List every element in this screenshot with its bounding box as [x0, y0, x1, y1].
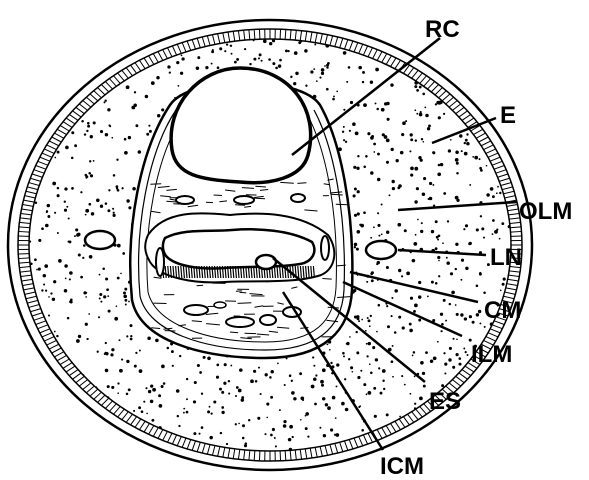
label-ln: LN: [490, 244, 522, 271]
label-cm: CM: [484, 297, 521, 324]
lateral-nerve-right: [366, 241, 396, 259]
label-ilm: ILM: [471, 341, 512, 368]
lateral-nerve-left: [85, 231, 115, 249]
label-rc: RC: [425, 16, 460, 43]
label-e: E: [500, 102, 516, 129]
label-icm: ICM: [380, 453, 424, 480]
label-olm: OLM: [519, 198, 572, 225]
intestinal-lining: [145, 213, 334, 282]
label-es: ES: [429, 388, 461, 415]
